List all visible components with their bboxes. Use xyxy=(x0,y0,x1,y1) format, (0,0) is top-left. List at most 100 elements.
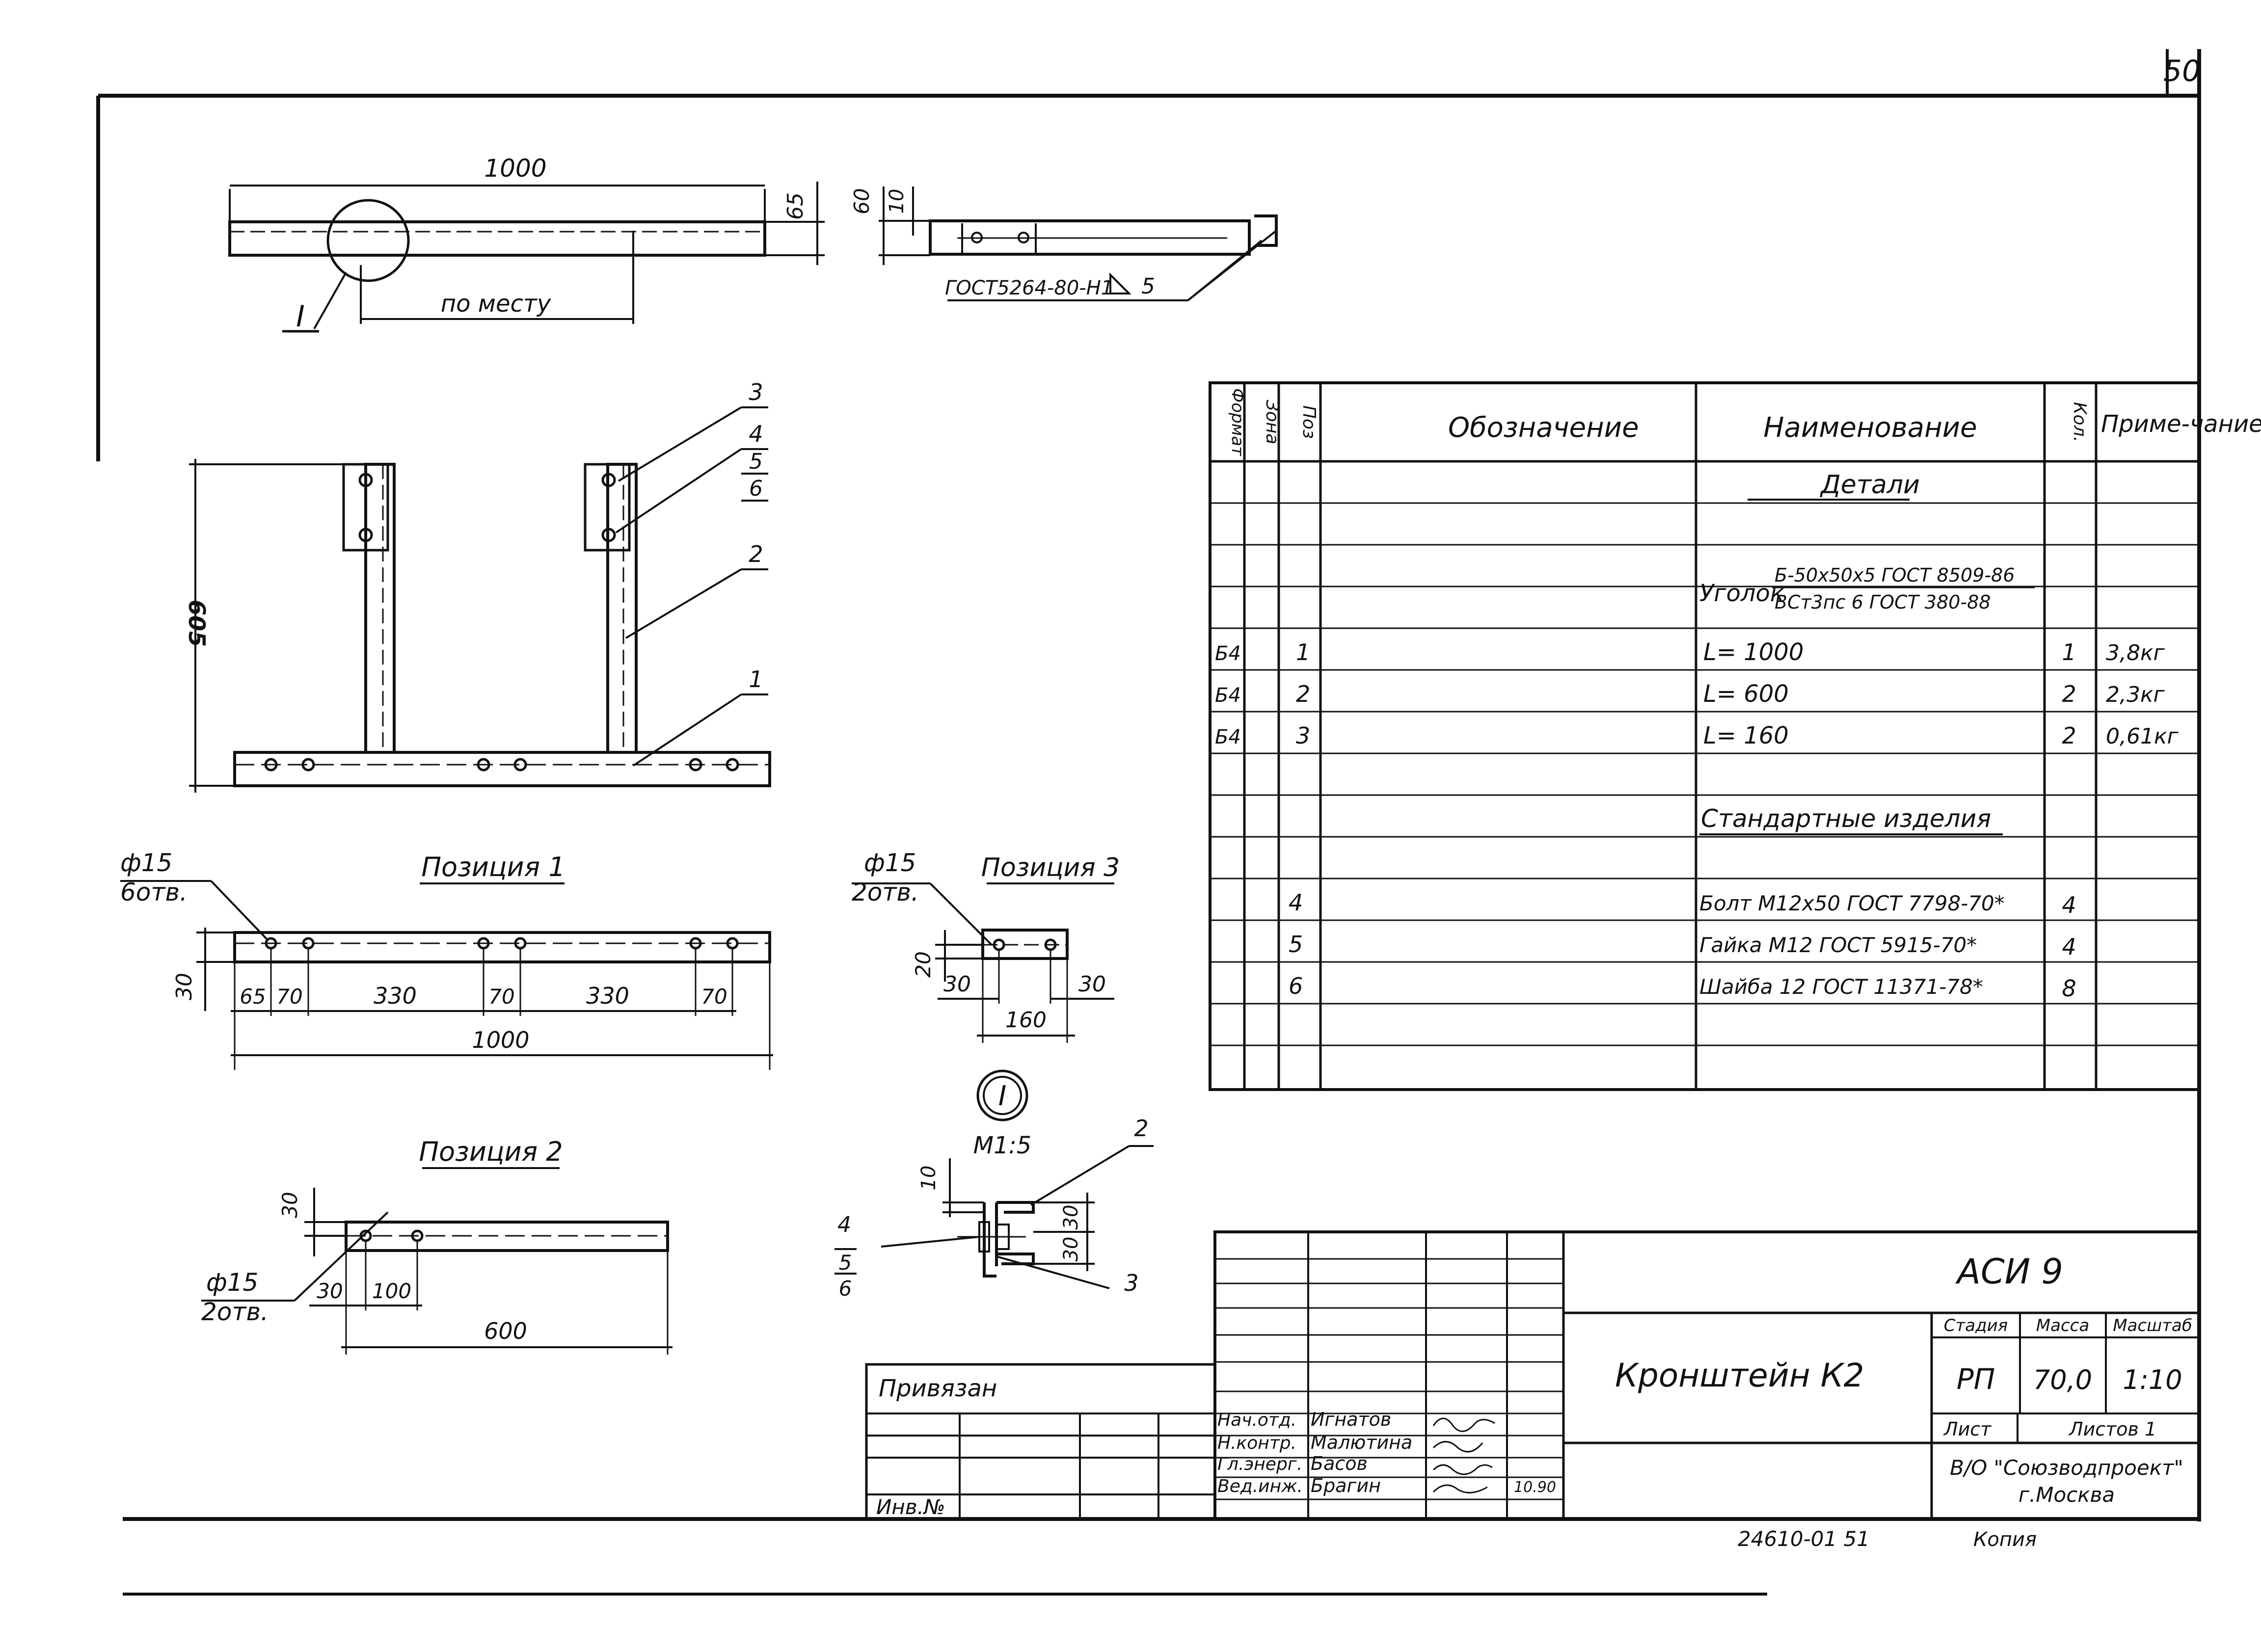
hole-count: 6отв. xyxy=(120,878,188,906)
cell-qty: 4 xyxy=(2062,933,2076,960)
header-designation: Обозначение xyxy=(1448,412,1639,444)
detail-dim-10: 10 xyxy=(917,1166,940,1191)
position-3: Позиция 3 ф15 2отв. 20 30 30 160 xyxy=(852,849,1120,1043)
weld-size: 5 xyxy=(1141,274,1155,299)
header-name: Наименование xyxy=(1763,412,1977,444)
spec-row-3: Б4 3 L= 160 2 0,61кг xyxy=(1215,722,2179,749)
cell-name: L= 160 xyxy=(1703,722,1789,749)
leader-6: 6 xyxy=(749,476,763,501)
material-name: Уголок xyxy=(1699,580,1784,607)
header-qty: Кол. xyxy=(2070,402,2090,442)
cell-pos: 5 xyxy=(1289,931,1303,958)
staff-row-4: Вед.инж. Брагин xyxy=(1217,1475,1381,1496)
leader-2: 2 xyxy=(749,541,763,567)
dim-60: 60 xyxy=(850,188,874,214)
inv-no-label: Инв.№ xyxy=(876,1495,945,1519)
dim-70-c: 70 xyxy=(701,985,727,1009)
staff-role: Н.контр. xyxy=(1217,1433,1296,1453)
cell-note: 0,61кг xyxy=(2106,724,2179,749)
org-line-1: В/О "Союзводпроект" xyxy=(1950,1456,2183,1480)
position-2-title: Позиция 2 xyxy=(419,1136,563,1167)
hole-dia: ф15 xyxy=(120,849,172,877)
dim-length-1000: 1000 xyxy=(484,154,546,183)
cell-note: 3,8кг xyxy=(2106,640,2165,666)
dim-height-30: 30 xyxy=(172,973,197,1000)
staff-row-2: Н.контр. Малютина xyxy=(1217,1432,1412,1453)
cell-qty: 1 xyxy=(2062,639,2076,666)
detail-leader-2: 2 xyxy=(1134,1115,1148,1142)
detail-dim-30-a: 30 xyxy=(1060,1205,1082,1230)
dim-height-20: 20 xyxy=(911,951,935,977)
position-1: Позиция 1 ф15 6отв. 30 65 70 330 70 330 … xyxy=(120,849,773,1070)
drawing-title: Кронштейн К2 xyxy=(1615,1357,1864,1394)
cell-note: 2,3кг xyxy=(2106,682,2165,707)
staff-row-1: Нач.отд. Игнатов xyxy=(1217,1409,1391,1430)
spec-std-row-6: 6 Шайба 12 ГОСТ 11371-78* 8 xyxy=(1289,973,2076,1002)
stage-label: Стадия xyxy=(1944,1316,2008,1335)
cell-format: Б4 xyxy=(1215,726,1241,748)
cell-qty: 4 xyxy=(2062,892,2076,918)
staff-name: Игнатов xyxy=(1311,1409,1391,1430)
privyazan-label: Привязан xyxy=(879,1375,997,1402)
cell-pos: 3 xyxy=(1296,722,1310,749)
cell-format: Б4 xyxy=(1215,684,1241,707)
staff-role: Гл.энерг. xyxy=(1217,1454,1302,1474)
detail-scale: М1:5 xyxy=(973,1132,1032,1159)
leader-1: 1 xyxy=(749,666,763,693)
spec-table: Формат Зона Поз Обозначение Наименование… xyxy=(1209,381,2261,1091)
staff-row-3: Гл.энерг. Басов xyxy=(1217,1453,1368,1474)
dim-605: 605 xyxy=(184,600,210,647)
hole-count: 2отв. xyxy=(201,1298,269,1326)
date: 10.90 xyxy=(1514,1479,1556,1496)
leader-3: 3 xyxy=(749,379,763,405)
dim-left-30: 30 xyxy=(943,972,971,997)
callout-I: I xyxy=(296,299,305,334)
header-format: Формат xyxy=(1228,388,1247,456)
scale-value: 1:10 xyxy=(2123,1364,2182,1395)
dim-height-30: 30 xyxy=(278,1192,302,1218)
staff-name: Малютина xyxy=(1311,1432,1412,1453)
detail-I: I М1:5 10 30 30 2 4 5 6 3 xyxy=(834,1069,1154,1301)
hole-count: 2отв. xyxy=(852,878,919,906)
cell-name: L= 600 xyxy=(1703,680,1789,708)
cell-qty: 2 xyxy=(2062,722,2076,749)
cell-name: L= 1000 xyxy=(1703,639,1803,666)
mass-label: Масса xyxy=(2036,1316,2089,1335)
dim-70-b: 70 xyxy=(488,985,514,1009)
spec-row-lines xyxy=(1210,502,2199,1046)
dim-65: 65 xyxy=(240,985,266,1009)
leader-5: 5 xyxy=(749,449,763,474)
header-note: Приме-чание xyxy=(2101,410,2261,438)
cell-name: Гайка М12 ГОСТ 5915-70* xyxy=(1699,933,1977,957)
detail-leader-6: 6 xyxy=(839,1277,852,1301)
detail-leader-5: 5 xyxy=(839,1251,852,1275)
dim-total-600: 600 xyxy=(484,1318,527,1344)
staff-name: Басов xyxy=(1311,1453,1368,1474)
cell-qty: 8 xyxy=(2062,975,2076,1002)
cell-pos: 1 xyxy=(1296,639,1310,666)
cell-pos: 6 xyxy=(1289,973,1303,999)
detail-view-1000: 1000 65 по месту I xyxy=(228,154,825,334)
material-bottom: ВСт3пс 6 ГОСТ 380-88 xyxy=(1775,591,1991,613)
mass-value: 70,0 xyxy=(2033,1364,2092,1395)
position-2: Позиция 2 30 ф15 2отв. 30 100 600 xyxy=(201,1136,673,1355)
spec-row-1: Б4 1 L= 1000 1 3,8кг xyxy=(1215,639,2165,666)
dim-total-160: 160 xyxy=(1005,1008,1047,1033)
page-number: 50 xyxy=(2163,54,2201,88)
dim-right-30: 30 xyxy=(1078,972,1106,997)
staff-role: Нач.отд. xyxy=(1217,1410,1296,1430)
position-1-title: Позиция 1 xyxy=(421,852,565,882)
cell-qty: 2 xyxy=(2062,681,2076,707)
staff-name: Брагин xyxy=(1311,1475,1381,1496)
weld-note: ГОСТ5264-80-Н1 xyxy=(945,277,1113,299)
spec-row-2: Б4 2 L= 600 2 2,3кг xyxy=(1215,680,2165,708)
hole-dia: ф15 xyxy=(206,1268,258,1297)
dim-330-a: 330 xyxy=(374,983,417,1009)
leader-4: 4 xyxy=(749,421,763,447)
end-view: 60 10 ГОСТ5264-80-Н1 5 xyxy=(850,187,1278,301)
dim-330-b: 330 xyxy=(586,983,629,1009)
cell-name: Болт М12х50 ГОСТ 7798-70* xyxy=(1699,891,2005,915)
staff-role: Вед.инж. xyxy=(1217,1476,1303,1496)
footer-right: Копия xyxy=(1973,1528,2037,1551)
